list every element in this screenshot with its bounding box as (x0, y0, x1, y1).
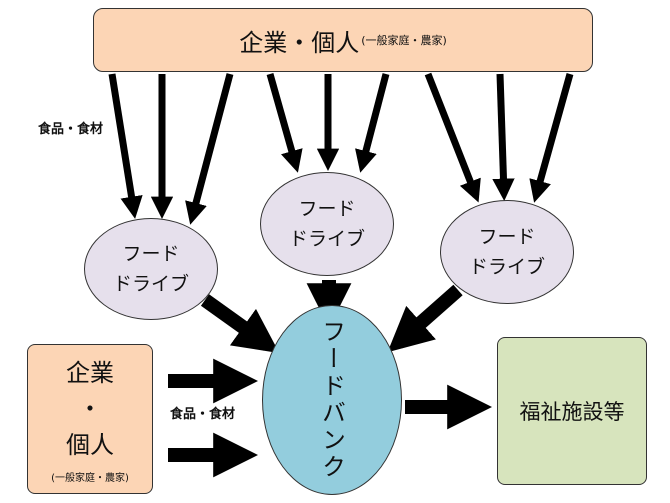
flow-label-top: 食品・食材 (38, 122, 104, 137)
arrow-top-to-right-drive-3 (529, 73, 574, 203)
drive-left-line2: ドライブ (112, 273, 189, 295)
arrow-right-drive-to-bank (387, 284, 463, 353)
food-drive-left: フード ドライブ (84, 218, 218, 320)
top-box-subtitle: (一般家庭・農家) (361, 34, 447, 47)
drive-center-line1: フード (298, 198, 356, 220)
drive-right-line1: フード (478, 226, 536, 248)
drive-right-line2: ドライブ (468, 256, 545, 278)
food-drive-right: フード ドライブ (440, 200, 574, 304)
top-box-title: 企業・個人 (239, 28, 360, 57)
arrow-top-to-right-drive-1 (424, 72, 481, 203)
arrow-top-to-left-drive-3 (185, 73, 234, 225)
food-bank-label: フードバンク (317, 319, 346, 481)
arrow-top-to-left-drive-1 (108, 73, 143, 219)
arrow-top-to-right-drive-2 (492, 73, 515, 201)
food-drive-center: フード ドライブ (260, 172, 394, 276)
companies-individuals-box-top: 企業・個人 (一般家庭・農家) (93, 8, 593, 72)
left-box-line2: ・ (78, 394, 102, 423)
welfare-facilities-box: 福祉施設等 (497, 337, 647, 485)
companies-individuals-box-left: 企業 ・ 個人 (一般家庭・農家) (27, 344, 153, 494)
left-box-line3: 個人 (66, 430, 114, 459)
drive-center-line2: ドライブ (288, 228, 365, 250)
arrow-top-to-center-drive-1 (266, 73, 303, 173)
food-bank-ellipse: フードバンク (262, 305, 402, 495)
left-box-line1: 企業 (66, 358, 114, 387)
arrow-left-drive-to-bank (200, 294, 280, 354)
flow-label-left: 食品・食材 (170, 407, 236, 422)
welfare-label: 福祉施設等 (519, 400, 625, 424)
arrow-top-to-center-drive-3 (355, 73, 390, 173)
drive-left-line1: フード (122, 243, 180, 265)
left-box-subtitle: (一般家庭・農家) (51, 472, 129, 484)
